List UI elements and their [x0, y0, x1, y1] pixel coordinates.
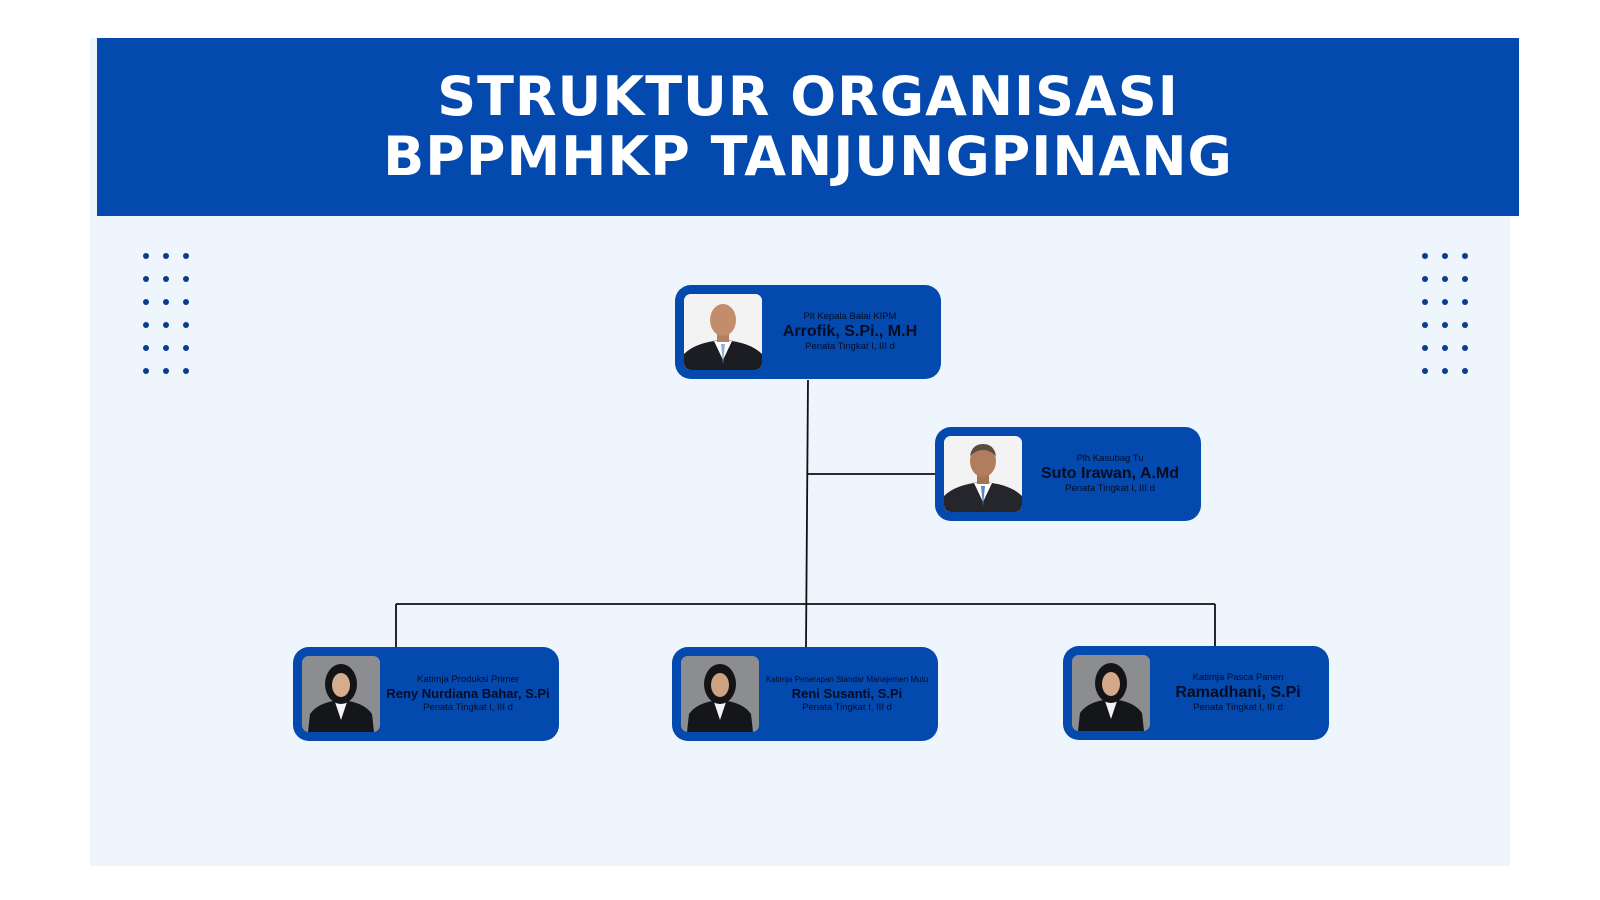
member-rank: Penata Tingkat I, III d	[1193, 702, 1283, 713]
member-name: Reny Nurdiana Bahar, S.Pi	[386, 686, 550, 701]
woman-hijab-portrait-icon	[1072, 655, 1150, 731]
decorative-dot-grid-right	[1422, 253, 1468, 374]
connector-trunk	[805, 379, 809, 648]
member-name: Reni Susanti, S.Pi	[791, 686, 903, 701]
member-role: Katimja Pasca Panen	[1192, 672, 1284, 683]
man-portrait-icon	[684, 294, 762, 370]
member-role: Katimja Penerapan Standar Manajemen Mutu	[765, 675, 929, 684]
member-role: Katimja Produksi Primer	[417, 674, 519, 685]
decorative-dot-grid-left	[143, 253, 189, 374]
title-line-2: BPPMHKP TANJUNGPINANG	[383, 125, 1233, 188]
member-name: Arrofik, S.Pi., M.H	[782, 323, 918, 340]
member-rank: Penata Tingkat I, III d	[1065, 483, 1155, 494]
member-rank: Penata Tingkat I, III d	[805, 341, 895, 352]
member-name: Ramadhani, S.Pi	[1175, 684, 1301, 701]
member-role: Plh Kasubag Tu	[1076, 453, 1144, 464]
org-card-kasubag: Plh Kasubag Tu Suto Irawan, A.Md Penata …	[935, 427, 1201, 521]
member-name: Suto Irawan, A.Md	[1040, 465, 1180, 482]
org-card-pasca-panen: Katimja Pasca Panen Ramadhani, S.Pi Pena…	[1063, 646, 1329, 740]
org-card-kepala: Plt Kepala Balai KIPM Arrofik, S.Pi., M.…	[675, 285, 941, 379]
org-card-manajemen-mutu: Katimja Penerapan Standar Manajemen Mutu…	[672, 647, 938, 741]
org-card-produksi-primer: Katimja Produksi Primer Reny Nurdiana Ba…	[293, 647, 559, 741]
member-rank: Penata Tingkat I, III d	[423, 702, 513, 713]
member-role: Plt Kepala Balai KIPM	[803, 311, 897, 322]
title-banner: STRUKTUR ORGANISASI BPPMHKP TANJUNGPINAN…	[97, 38, 1519, 216]
woman-hijab-portrait-icon	[302, 656, 380, 732]
man-portrait-icon	[944, 436, 1022, 512]
member-rank: Penata Tingkat I, III d	[802, 702, 892, 713]
woman-hijab-portrait-icon	[681, 656, 759, 732]
title-line-1: STRUKTUR ORGANISASI	[437, 65, 1179, 128]
